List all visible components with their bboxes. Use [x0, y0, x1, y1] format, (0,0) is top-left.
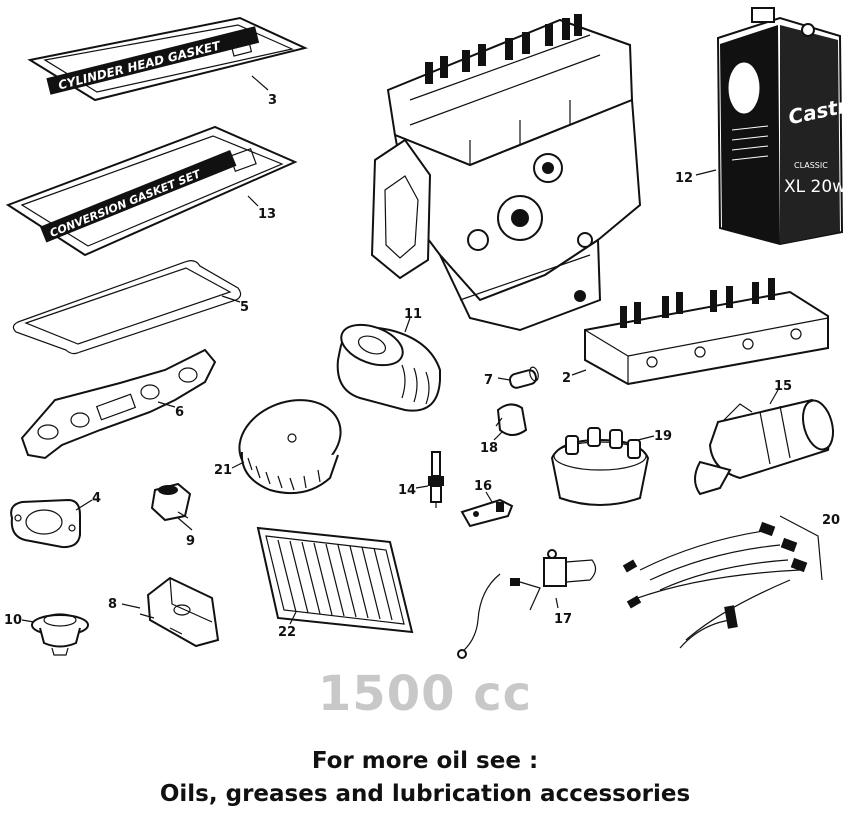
- callout-19: 19: [654, 429, 672, 444]
- conversion-gasket-set[interactable]: CONVERSION GASKET SET: [5, 125, 298, 257]
- callout-5: 5: [240, 300, 249, 315]
- callout-15: 15: [774, 379, 792, 394]
- oil-note-link[interactable]: Oils, greases and lubrication accessorie…: [159, 781, 691, 807]
- oil-can-grade: XL 20w50: [784, 177, 850, 197]
- callout-16: 16: [474, 479, 492, 494]
- callout-17: 17: [554, 612, 572, 627]
- cylinder-head[interactable]: [584, 278, 829, 386]
- distributor-cap[interactable]: [550, 427, 650, 506]
- oil-note-line1: For more oil see :: [311, 748, 539, 774]
- mounting-rubber[interactable]: [150, 482, 192, 522]
- air-filter-panel[interactable]: [256, 526, 414, 634]
- rotor-arm[interactable]: [495, 403, 528, 436]
- contact-points[interactable]: [460, 498, 514, 528]
- callout-6: 6: [175, 405, 184, 420]
- ignition-coil[interactable]: [694, 397, 838, 496]
- callout-11: 11: [404, 307, 422, 322]
- callout-8: 8: [108, 597, 117, 612]
- callout-4: 4: [92, 491, 101, 506]
- castrol-oil-can[interactable]: Castrol CLASSIC XL 20w50: [716, 7, 850, 246]
- air-filter-round[interactable]: [228, 387, 352, 495]
- callout-13: 13: [258, 207, 276, 222]
- spark-plug[interactable]: [428, 451, 444, 508]
- ht-leads[interactable]: [622, 521, 808, 649]
- thermostat-gasket[interactable]: [10, 498, 81, 549]
- electronic-ignition-kit[interactable]: [457, 549, 597, 659]
- rocker-cover-gasket[interactable]: [12, 260, 242, 355]
- thermostat[interactable]: [31, 613, 89, 656]
- callout-9: 9: [186, 534, 195, 549]
- engine-displacement-label: 1500 cc: [317, 666, 533, 722]
- callout-22: 22: [278, 625, 296, 640]
- engine-mount[interactable]: [139, 576, 220, 648]
- callout-20: 20: [822, 513, 840, 528]
- callout-7: 7: [484, 373, 493, 388]
- callout-21: 21: [214, 463, 232, 478]
- callout-3: 3: [268, 93, 277, 108]
- callout-14: 14: [398, 483, 416, 498]
- engine-block[interactable]: [370, 14, 642, 332]
- callout-12: 12: [675, 171, 693, 186]
- cylinder-head-gasket[interactable]: CYLINDER HEAD GASKET: [27, 16, 309, 102]
- callout-18: 18: [480, 441, 498, 456]
- oil-can-grade-line: CLASSIC: [794, 161, 828, 170]
- callout-2: 2: [562, 371, 571, 386]
- oil-filter[interactable]: [336, 317, 441, 412]
- manifold-gasket[interactable]: [20, 348, 217, 460]
- condenser[interactable]: [508, 366, 540, 389]
- callout-10: 10: [4, 613, 22, 628]
